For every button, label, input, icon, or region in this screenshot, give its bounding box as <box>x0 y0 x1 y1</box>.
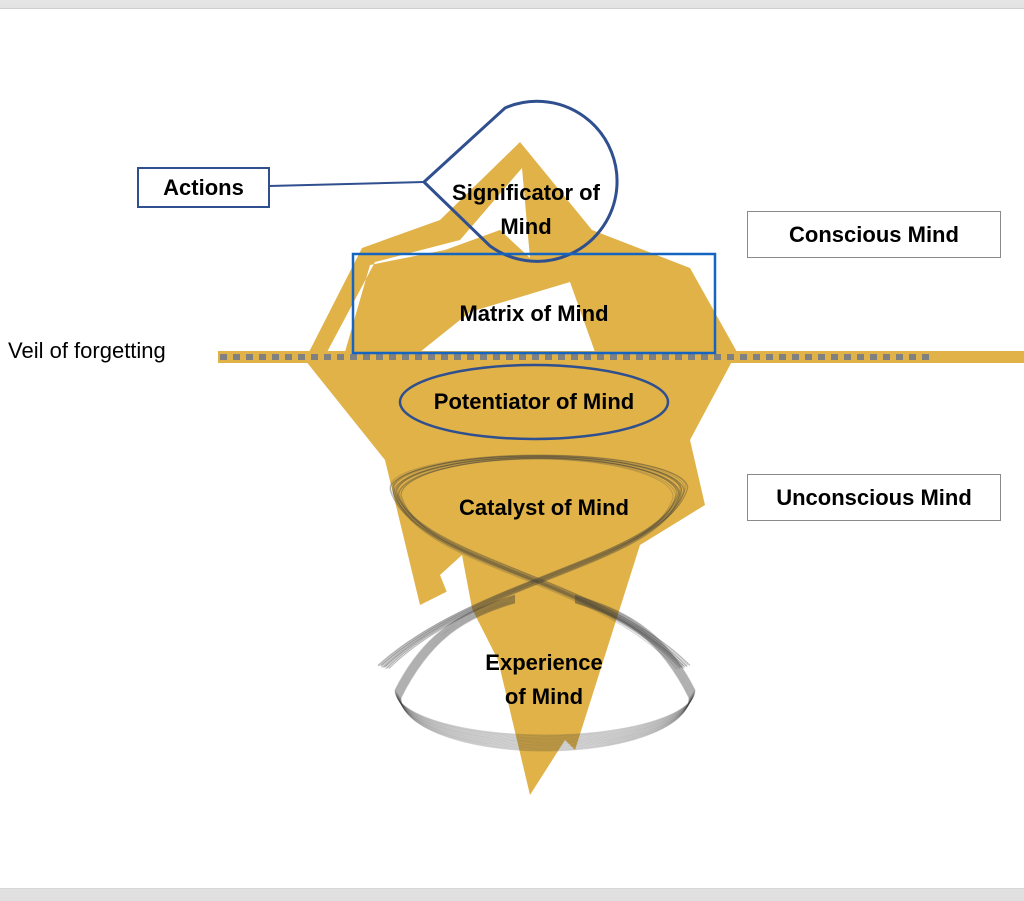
vortex-lower-ring <box>399 600 691 749</box>
actions-connector <box>268 181 425 187</box>
experience-label: Experience of Mind <box>444 646 644 714</box>
vortex-lower-ring <box>396 597 694 741</box>
vortex-upper-ring <box>385 456 688 668</box>
catalyst-label: Catalyst of Mind <box>459 495 629 520</box>
vortex-upper-ring <box>384 458 678 670</box>
vortex-upper-ring <box>381 455 691 666</box>
vortex-upper-ring <box>388 457 685 669</box>
vortex-lower-ring <box>398 599 692 746</box>
vortex-upper-ring <box>380 454 691 666</box>
vortex-lower-ring <box>395 595 695 737</box>
veil-label: Veil of forgetting <box>8 338 166 363</box>
vortex-upper-ring <box>381 457 681 668</box>
vortex-lower-ring <box>394 594 696 736</box>
iceberg-cutout-lower <box>440 555 478 650</box>
vortex-upper-ring <box>388 458 684 669</box>
vortex-upper-ring <box>383 456 688 668</box>
actions-box: Actions <box>137 167 270 208</box>
vortex-lower-ring <box>397 598 693 744</box>
vortex-upper-ring <box>377 455 685 667</box>
vortex-upper-ring <box>386 457 684 669</box>
matrix-label: Matrix of Mind <box>459 301 609 326</box>
significator-line2: Mind <box>500 214 552 239</box>
actions-label: Actions <box>163 174 244 200</box>
iceberg-shape <box>305 142 737 795</box>
significator-label: Significator of Mind <box>436 176 616 244</box>
conscious-mind-box: Conscious Mind <box>747 211 1001 258</box>
vortex-lower-ring <box>396 597 694 742</box>
vortex-upper-ring <box>381 456 683 668</box>
vortex-lower-ring <box>395 596 695 740</box>
iceberg-cutout-matrix <box>420 282 595 352</box>
vortex-lower-ring <box>400 602 690 751</box>
vortex-lower-ring <box>399 601 691 750</box>
vortex-lower-ring <box>397 598 693 744</box>
vortex-lower-ring <box>396 596 694 741</box>
unconscious-mind-box: Unconscious Mind <box>747 474 1001 521</box>
vortex-lower-ring <box>399 600 691 748</box>
vortex-lower-ring <box>398 599 692 747</box>
potentiator-ellipse <box>398 363 670 441</box>
vortex-upper-ring <box>386 458 680 670</box>
iceberg-cutout-top <box>327 168 530 352</box>
window-top-bar <box>0 0 1024 9</box>
vortex-lower-ring <box>394 594 696 737</box>
significator-line1: Significator of <box>452 180 600 205</box>
matrix-rect <box>351 252 717 355</box>
vortex-group <box>377 454 696 752</box>
vortex-upper-ring <box>384 456 686 668</box>
significator-teardrop <box>421 99 619 263</box>
vortex-lower-ring <box>397 599 693 745</box>
conscious-mind-label: Conscious Mind <box>789 221 959 247</box>
potentiator-label: Potentiator of Mind <box>433 389 635 414</box>
vortex-lower-ring <box>398 600 692 747</box>
vortex-upper-ring <box>377 454 689 666</box>
vortex-lower-ring <box>400 602 690 752</box>
unconscious-mind-label: Unconscious Mind <box>776 484 972 510</box>
vortex-upper-ring <box>379 455 688 667</box>
vortex-lower-ring <box>397 597 693 743</box>
experience-line1: Experience <box>485 650 603 675</box>
vortex-upper-ring <box>383 457 682 669</box>
vortex-upper-ring <box>377 455 684 667</box>
experience-line2: of Mind <box>504 684 584 709</box>
vortex-lower-ring <box>395 595 695 738</box>
vortex-lower-ring <box>399 601 691 750</box>
vortex-upper-ring <box>380 456 685 667</box>
window-bottom-bar <box>0 888 1024 901</box>
vortex-lower-ring <box>395 596 695 739</box>
